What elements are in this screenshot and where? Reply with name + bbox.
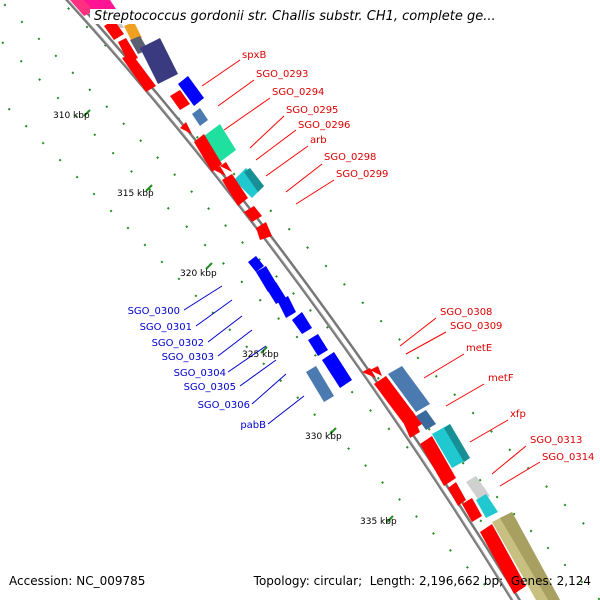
label-SGO_0301: SGO_0301 bbox=[140, 322, 192, 333]
label-SGO_0293: SGO_0293 bbox=[256, 69, 308, 80]
genome-stats: Topology: circular; Length: 2,196,662 bp… bbox=[253, 574, 591, 588]
cds-red-5 bbox=[194, 134, 222, 172]
gene-red-pair2 bbox=[220, 162, 232, 172]
label-SGO_0300: SGO_0300 bbox=[128, 306, 180, 317]
label-arb: arb bbox=[310, 135, 327, 146]
gene-SGO_0300 bbox=[248, 256, 264, 272]
genes-label: Genes: bbox=[510, 574, 553, 588]
reverse-labels: SGO_0300 SGO_0301 SGO_0302 SGO_0303 SGO_… bbox=[128, 306, 267, 431]
cds-red-6 bbox=[222, 174, 248, 206]
map-title: Streptococcus gordonii str. Challis subs… bbox=[90, 9, 500, 24]
cds-red-10 bbox=[448, 482, 466, 506]
gene-red-small1 bbox=[362, 368, 376, 378]
label-xfp: xfp bbox=[510, 409, 526, 420]
label-metE: metE bbox=[466, 343, 492, 354]
gene-green bbox=[204, 124, 236, 162]
label-SGO_0299: SGO_0299 bbox=[336, 169, 388, 180]
tick-label-310: 310 kbp bbox=[53, 111, 90, 121]
label-SGO_0294: SGO_0294 bbox=[272, 87, 324, 98]
gene-cyan2-shade bbox=[444, 424, 470, 462]
label-SGO_0303: SGO_0303 bbox=[162, 352, 214, 363]
cds-red-11 bbox=[462, 498, 482, 522]
gene-steel2 bbox=[388, 366, 430, 412]
cds-red-8 bbox=[404, 418, 420, 438]
tick-label-335: 335 kbp bbox=[360, 517, 397, 527]
label-SGO_0305: SGO_0305 bbox=[184, 382, 236, 393]
label-SGO_0295: SGO_0295 bbox=[286, 105, 338, 116]
cds-red-3 bbox=[122, 54, 156, 92]
topology-label: Topology: bbox=[253, 574, 310, 588]
gene-olive-shade bbox=[500, 512, 560, 600]
gene-SGO_0302 bbox=[266, 282, 286, 304]
tick-labels: 310 kbp 315 kbp 320 kbp 325 kbp 330 kbp … bbox=[53, 111, 397, 527]
label-SGO_0298: SGO_0298 bbox=[324, 152, 376, 163]
length-label: Length: bbox=[369, 574, 416, 588]
tick-label-325: 325 kbp bbox=[242, 350, 279, 360]
cds-red-4 bbox=[170, 90, 190, 110]
cds-red-7 bbox=[374, 376, 422, 432]
gene-pabB bbox=[306, 366, 334, 402]
gene-SGO_0303 bbox=[278, 296, 296, 318]
genes-value: 2,124 bbox=[556, 574, 591, 588]
gene-block-navy bbox=[140, 38, 178, 84]
accession-info: Accession: NC_009785 bbox=[9, 574, 145, 588]
label-SGO_0313: SGO_0313 bbox=[530, 435, 582, 446]
gene-cyan1 bbox=[234, 168, 264, 198]
forward-red-cds bbox=[104, 20, 526, 594]
gene-red-small2 bbox=[370, 366, 382, 376]
label-SGO_0296: SGO_0296 bbox=[298, 120, 350, 131]
accession-value: NC_009785 bbox=[76, 574, 146, 588]
gene-cyan3 bbox=[476, 494, 498, 518]
label-spxB: spxB bbox=[242, 50, 266, 61]
kbp-ticks bbox=[83, 109, 394, 523]
label-SGO_0308: SGO_0308 bbox=[440, 307, 492, 318]
length-value: 2,196,662 bp bbox=[419, 574, 500, 588]
tick-label-315: 315 kbp bbox=[117, 189, 154, 199]
reverse-leader-lines bbox=[183, 285, 305, 425]
label-SGO_0304: SGO_0304 bbox=[174, 368, 226, 379]
gene-SGO_0304 bbox=[292, 312, 312, 334]
gene-spxB bbox=[178, 76, 204, 106]
gene-red-arrow3 bbox=[256, 222, 272, 240]
gene-cyan2 bbox=[432, 424, 470, 468]
label-pabB: pabB bbox=[240, 420, 266, 431]
tick-label-320: 320 kbp bbox=[180, 269, 217, 279]
cds-red-1 bbox=[104, 20, 124, 40]
forward-labels: spxB SGO_0293 SGO_0294 SGO_0295 SGO_0296… bbox=[242, 50, 594, 463]
cds-red-9 bbox=[420, 436, 456, 486]
label-metF: metF bbox=[488, 373, 514, 384]
gene-red-arrow1 bbox=[180, 122, 192, 134]
label-SGO_0309: SGO_0309 bbox=[450, 321, 502, 332]
topology-value: circular bbox=[313, 574, 359, 588]
accession-label: Accession: bbox=[9, 574, 73, 588]
gene-cyan1-shade bbox=[244, 168, 264, 192]
reverse-features bbox=[248, 256, 352, 402]
gene-red-pair1 bbox=[214, 166, 226, 176]
gene-red-arrow2 bbox=[244, 206, 262, 222]
gene-SGO_0306 bbox=[322, 352, 352, 388]
label-SGO_0302: SGO_0302 bbox=[152, 338, 204, 349]
label-SGO_0314: SGO_0314 bbox=[542, 452, 594, 463]
gene-steel1 bbox=[192, 108, 208, 126]
forward-leader-lines bbox=[201, 59, 541, 487]
gene-steel3 bbox=[416, 410, 436, 430]
cds-red-12 bbox=[480, 524, 526, 594]
label-SGO_0306: SGO_0306 bbox=[198, 400, 250, 411]
gene-SGO_0305 bbox=[308, 334, 328, 356]
tick-label-330: 330 kbp bbox=[305, 432, 342, 442]
